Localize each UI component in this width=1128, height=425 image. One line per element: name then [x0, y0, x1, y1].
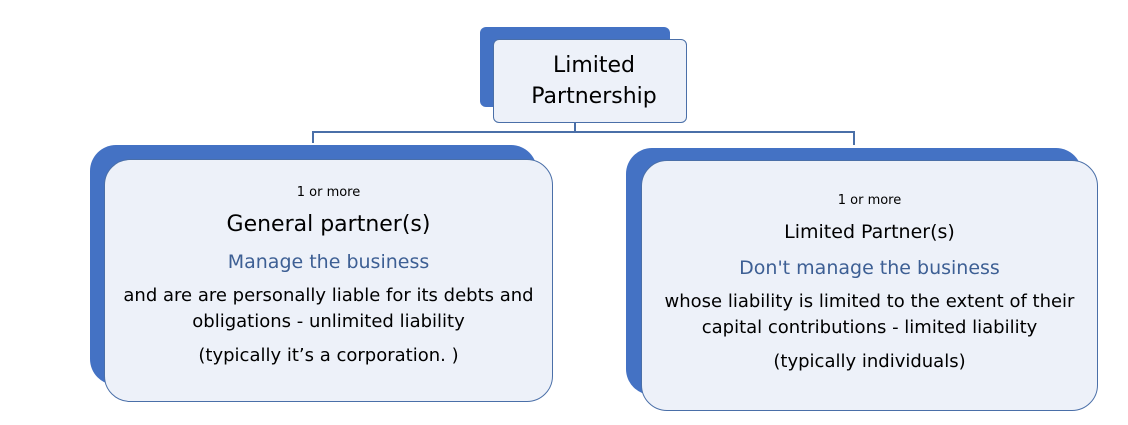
general-partner-title: General partner(s): [226, 212, 431, 237]
limited-partner-quantity: 1 or more: [837, 193, 902, 208]
general-partner-example: (typically it’s a corporation. ): [198, 345, 459, 366]
connector-to-limited-partner: [853, 131, 855, 145]
general-partner-node: 1 or more General partner(s) Manage the …: [104, 159, 553, 402]
general-partner-quantity: 1 or more: [296, 185, 361, 200]
connector-root-stem: [574, 123, 576, 132]
limited-partner-description: whose liability is limited to the extent…: [664, 291, 1075, 338]
limited-partner-title: Limited Partner(s): [784, 221, 955, 243]
limited-partner-node: 1 or more Limited Partner(s) Don't manag…: [641, 160, 1098, 411]
limited-partner-example: (typically individuals): [773, 351, 966, 372]
root-node-title: Limited Partnership: [531, 53, 657, 109]
connector-to-general-partner: [312, 131, 314, 143]
general-partner-description: and are are personally liable for its de…: [123, 285, 534, 332]
general-partner-function: Manage the business: [227, 251, 430, 273]
limited-partner-function: Don't manage the business: [739, 257, 1000, 279]
root-node: Limited Partnership: [493, 39, 687, 123]
connector-horizontal: [312, 131, 855, 133]
